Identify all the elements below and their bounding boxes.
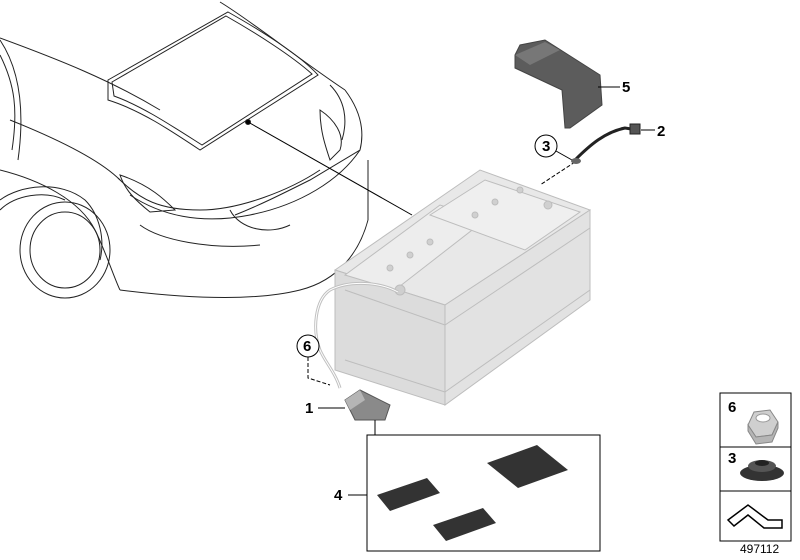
callout-1: 1 bbox=[305, 400, 313, 417]
diagram-number: 497112 bbox=[740, 542, 779, 556]
callout-4: 4 bbox=[334, 487, 343, 504]
battery-cover bbox=[514, 39, 603, 129]
callout-3-circle bbox=[534, 134, 558, 158]
callout-2: 2 bbox=[657, 123, 665, 140]
callout-3: 3 bbox=[542, 138, 550, 155]
holding-bracket bbox=[344, 389, 391, 421]
callout-5: 5 bbox=[622, 79, 630, 96]
battery bbox=[333, 169, 592, 406]
plus-cable bbox=[573, 126, 639, 162]
callout-6: 6 bbox=[303, 338, 311, 355]
hex-nut-icon bbox=[747, 409, 779, 445]
arrow-symbol-icon bbox=[726, 504, 783, 529]
leader-6 bbox=[307, 357, 331, 386]
legend-grommet-label: 3 bbox=[728, 450, 736, 467]
leader-line-car bbox=[247, 121, 413, 216]
adhesive-pads bbox=[377, 445, 568, 541]
legend-nut-label: 6 bbox=[728, 399, 736, 416]
grommet-icon bbox=[740, 460, 784, 481]
car-rear-outline bbox=[0, 1, 369, 299]
legend-panel: 6 3 497112 bbox=[719, 392, 792, 556]
